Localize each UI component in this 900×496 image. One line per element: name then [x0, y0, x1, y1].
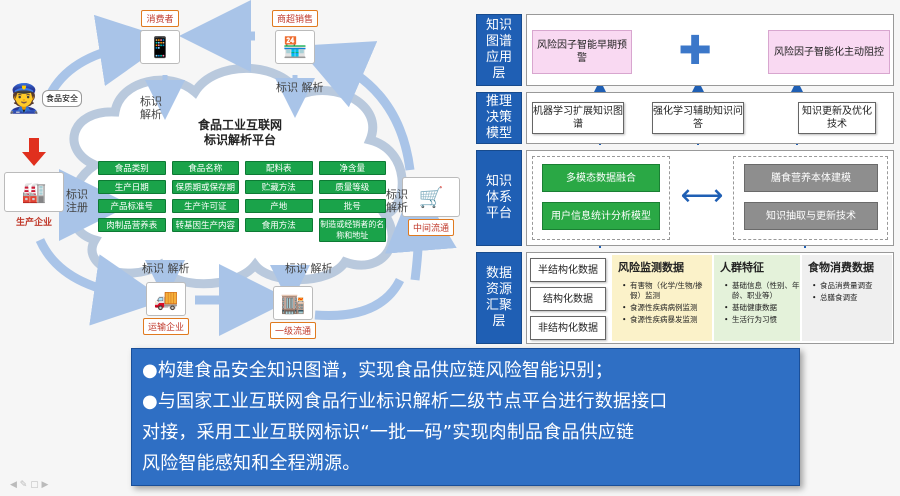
grid-cell: 产地: [245, 199, 313, 213]
structured-box: 结构化数据: [530, 287, 606, 311]
plus-icon: ✚: [678, 27, 712, 74]
inspector-icon: 👮: [6, 81, 42, 115]
population-item: 基础信息（性别、年龄、职业等）: [724, 281, 800, 301]
early-warning-box: 风险因子智能早期预警: [532, 30, 632, 74]
transport-label: 运输企业: [143, 318, 190, 335]
factory-icon: 🏭: [4, 172, 64, 212]
retail-label: 商超销售: [272, 10, 319, 27]
arc-left: [35, 238, 166, 326]
food-consumption-item: 总膳食调查: [812, 293, 892, 303]
population-item: 基础健康数据: [724, 303, 800, 313]
food-consumption-title: 食物消费数据: [808, 261, 874, 274]
grid-cell: 生产日期: [98, 180, 166, 194]
grid-cell: 质量等级: [318, 180, 386, 194]
grid-cell: 净含量: [318, 161, 386, 175]
multimodal-fusion-box: 多模态数据融合: [542, 164, 660, 192]
cloud-title-line2: 标识解析平台: [203, 133, 276, 147]
level1-label: 一级流通: [270, 322, 317, 339]
producer-label: 生产企业: [15, 218, 52, 228]
grid-cell: 食品名称: [171, 161, 239, 175]
grid-cell: 产品标准号: [98, 199, 166, 213]
market-label: 中间流通: [407, 219, 454, 236]
food-consumption-column: 食物消费数据 食品消费量调查 总膳食调查: [802, 255, 892, 341]
population-item: 生活行为习惯: [724, 315, 800, 325]
unstructured-box: 非结构化数据: [530, 316, 606, 340]
rl-qa-box: 强化学习辅助知识问答: [652, 102, 744, 134]
banner-line-2: ●与国家工业互联网食品行业标识解析二级节点平台进行数据接口: [142, 391, 668, 412]
layer-reason: 推理决策模型: [476, 92, 522, 144]
phone-icon: 📱: [140, 30, 180, 64]
market-icon: 🛒: [402, 177, 460, 217]
banner-line-4: 风险智能感知和全程溯源。: [142, 453, 361, 474]
edge-bottom-right: 标识 解析: [285, 262, 333, 275]
grid-cell: 食品类别: [98, 161, 166, 175]
arc-top-right: [296, 41, 415, 171]
edge-bottom-left: 标识 解析: [142, 262, 190, 275]
node-market: 🛒 中间流通: [402, 177, 460, 236]
summary-banner: ●构建食品安全知识图谱，实现食品供应链风险智能识别； ●与国家工业互联网食品行业…: [131, 348, 800, 486]
risk-item: 食源性疾病暴发监测: [622, 315, 712, 325]
food-consumption-item: 食品消费量调查: [812, 281, 892, 291]
warehouse-icon: 🏬: [273, 286, 313, 320]
active-control-box: 风险因子智能化主动阻控: [768, 30, 890, 74]
layer-kb: 知识体系平台: [476, 150, 522, 246]
population-title: 人群特征: [720, 261, 764, 274]
grid-cell: 批号: [318, 199, 386, 213]
extraction-box: 知识抽取与更新技术: [744, 202, 878, 230]
node-producer: 🏭 生产企业: [4, 172, 64, 229]
edge-left-mid: 标识 注册: [66, 188, 88, 214]
bidirectional-arrow-icon: ⟷: [680, 177, 724, 213]
ontology-box: 膳食营养本体建模: [744, 164, 878, 192]
grid-cell: 肉制品营养表: [98, 218, 166, 232]
edge-top-left: 标识 解析: [140, 95, 162, 121]
risk-item: 食源性疾病病例监测: [622, 303, 712, 313]
truck-icon: 🚚: [146, 282, 186, 316]
grid-cell: 食用方法: [245, 218, 313, 232]
node-inspector: 👮 食品安全: [6, 75, 82, 121]
risk-monitor-title: 风险监测数据: [618, 261, 684, 274]
attribute-grid: 食品类别食品名称配料表净含量生产日期保质期或保存期贮藏方法质量等级产品标准号生产…: [98, 161, 386, 242]
semi-structured-box: 半结构化数据: [530, 258, 606, 282]
consumer-label: 消费者: [141, 10, 179, 27]
grid-cell: 保质期或保存期: [171, 180, 239, 194]
risk-item: 有害物（化学/生物/掺假）监测: [622, 281, 712, 301]
node-transport: 🚚 运输企业: [143, 282, 190, 335]
edge-top-right: 标识 解析: [276, 81, 324, 94]
arc-bottom-right: [314, 277, 405, 321]
shop-icon: 🏪: [275, 30, 315, 64]
edge-right-mid: 标识 解析: [386, 188, 408, 214]
grid-cell: 生产许可证: [171, 199, 239, 213]
user-stats-box: 用户信息统计分析模型: [542, 202, 660, 230]
grid-cell: 贮藏方法: [245, 180, 313, 194]
cloud-title-line1: 食品工业互联网: [197, 118, 282, 132]
layer-data: 数据资源汇聚层: [476, 252, 522, 344]
risk-monitor-column: 风险监测数据 有害物（化学/生物/掺假）监测 食源性疾病病例监测 食源性疾病暴发…: [612, 255, 712, 341]
layer-app: 知识图谱应用层: [476, 14, 522, 86]
node-level1: 🏬 一级流通: [270, 286, 317, 339]
ml-kg-box: 机器学习扩展知识图谱: [532, 102, 624, 134]
update-box: 知识更新及优化技术: [798, 102, 876, 134]
grid-cell: 转基因生产内容: [171, 218, 239, 232]
red-down-arrow: [22, 138, 46, 166]
grid-cell: 配料表: [245, 161, 313, 175]
grid-cell: 制造或经销者的名称和地址: [318, 218, 386, 242]
node-retail: 商超销售 🏪: [272, 8, 319, 64]
food-safety-bubble: 食品安全: [42, 89, 82, 107]
slide-nav-icons[interactable]: ◀ ✎ ▢ ▶: [10, 480, 49, 490]
cloud-title: 食品工业互联网 标识解析平台: [170, 118, 310, 148]
banner-line-1: ●构建食品安全知识图谱，实现食品供应链风险智能识别；: [142, 360, 613, 381]
population-column: 人群特征 基础信息（性别、年龄、职业等） 基础健康数据 生活行为习惯: [714, 255, 800, 341]
arc-top-left: [45, 14, 171, 98]
banner-line-3: 对接，采用工业互联网标识“一批一码”实现肉制品食品供应链: [142, 422, 635, 443]
node-consumer: 消费者 📱: [140, 8, 180, 64]
